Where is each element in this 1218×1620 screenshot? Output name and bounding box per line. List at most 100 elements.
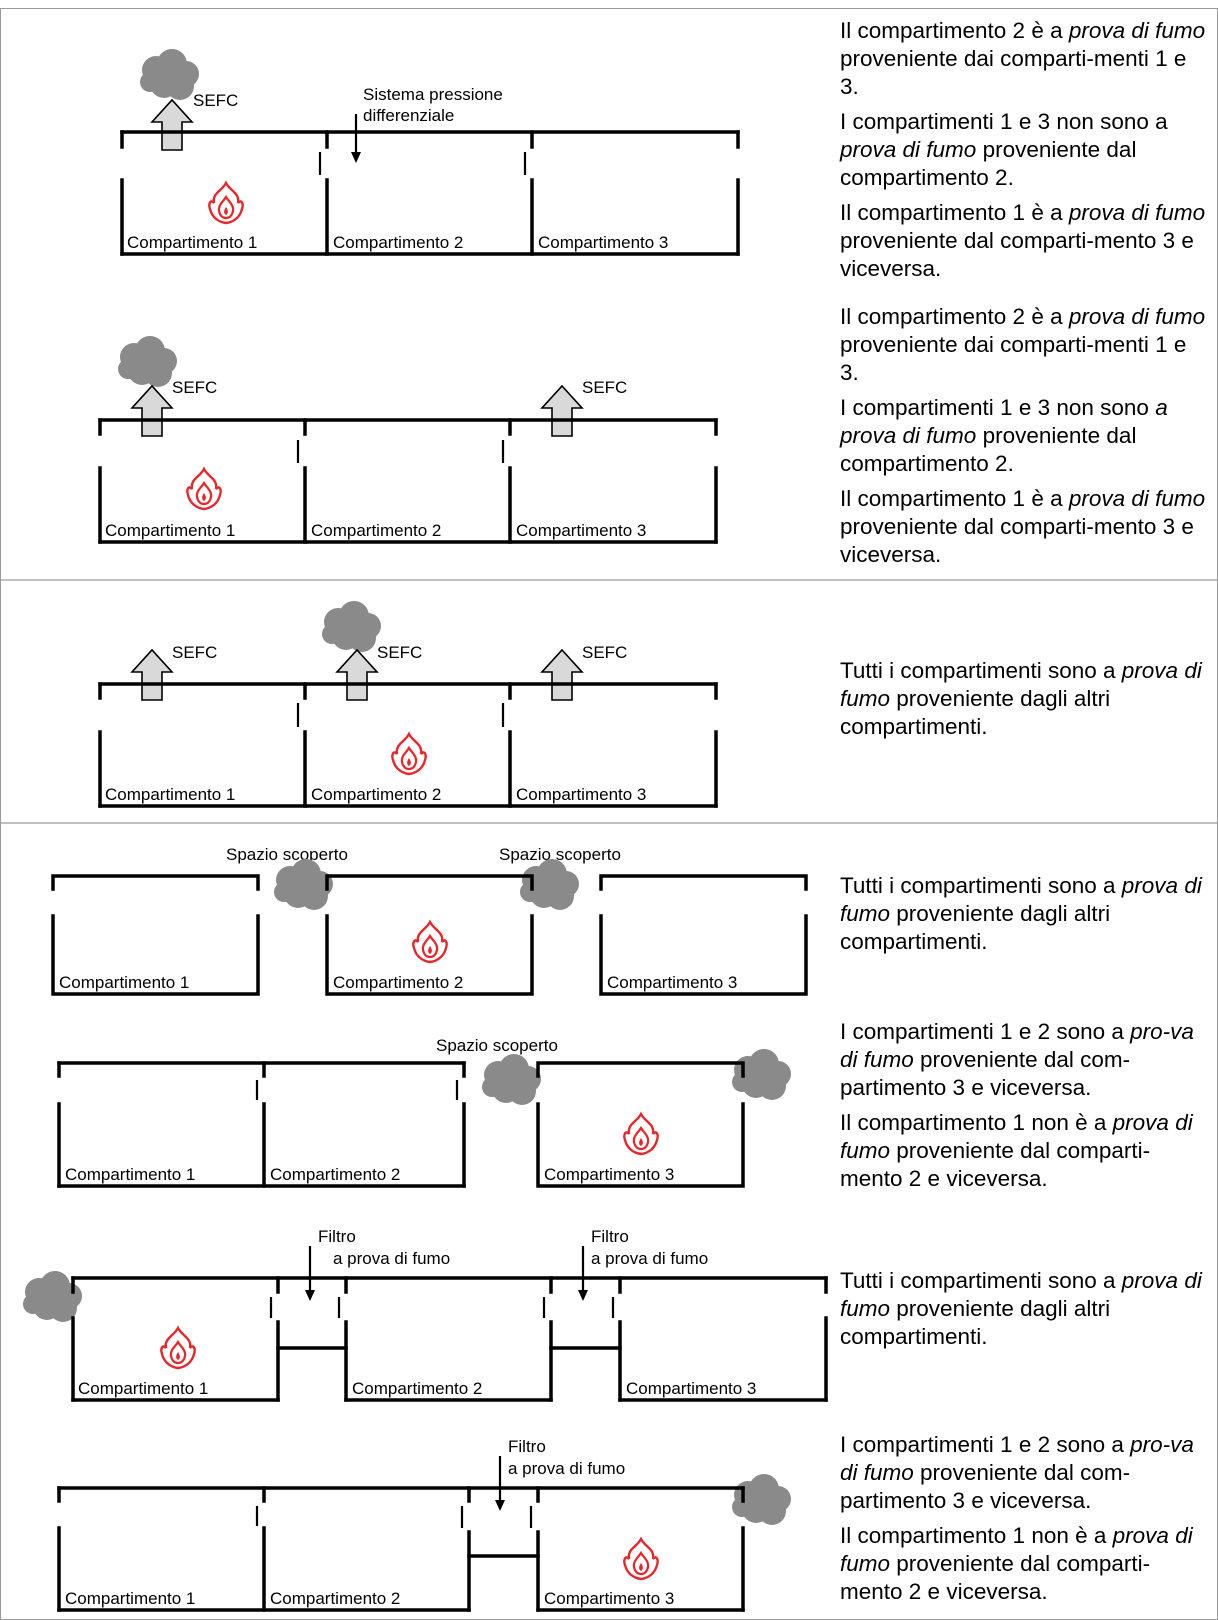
description-block: I compartimenti 1 e 2 sono a pro-va di f…: [840, 1018, 1210, 1200]
text-run: Il compartimento 2 è a: [840, 304, 1069, 329]
sefc-label: SEFC: [193, 91, 238, 110]
compartment-3-label: Compartimento 3: [516, 521, 646, 540]
text-run: proveniente dal comparti-mento 2 e vicev…: [840, 1138, 1151, 1191]
description-paragraph: Tutti i compartimenti sono a prova di fu…: [840, 1267, 1210, 1351]
text-run: Il compartimento 1 non è a: [840, 1110, 1113, 1135]
text-run: proveniente dal com-partimento 3 e vicev…: [840, 1047, 1131, 1100]
compartment-3-label: Compartimento 3: [538, 233, 668, 252]
text-run: proveniente dal comparti-mento 3 e vicev…: [840, 228, 1194, 281]
sefc-up-arrow-icon: [151, 99, 193, 151]
text-run: Tutti i compartimenti sono a: [840, 1268, 1122, 1293]
filter-label-line2: a prova di fumo: [591, 1249, 708, 1268]
smoke-cloud-icon: [482, 1054, 541, 1105]
compartment-3-label: Compartimento 3: [544, 1165, 674, 1184]
compartment-1-label: Compartimento 1: [127, 233, 257, 252]
diagram-3: SEFC SEFC SEFC Compartimento 1 Compartim…: [98, 601, 718, 808]
description-paragraph: Il compartimento 2 è a prova di fumo pro…: [840, 17, 1210, 101]
diagram-4: Spazio scoperto Spazio scoperto Comparti…: [51, 845, 808, 996]
smoke-cloud-icon: [520, 859, 579, 910]
text-run: proveniente dai comparti-menti 1 e 3.: [840, 332, 1187, 385]
italic-term: prova di fumo: [840, 1523, 1193, 1576]
compartment-1-label: Compartimento 1: [105, 785, 235, 804]
compartment-1-label: Compartimento 1: [78, 1379, 208, 1398]
text-run: I compartimenti 1 e 3 non sono: [840, 395, 1156, 420]
diagram-5: Spazio scoperto Compartimento 1 Comparti…: [57, 1036, 791, 1188]
italic-term: a prova di fumo: [840, 395, 1168, 448]
sefc-label: SEFC: [582, 378, 627, 397]
description-block: I compartimenti 1 e 2 sono a pro-va di f…: [840, 1431, 1210, 1613]
compartment-3-label: Compartimento 3: [544, 1589, 674, 1608]
description-block: Il compartimento 2 è a prova di fumo pro…: [840, 17, 1210, 290]
pressure-label-line2: differenziale: [363, 106, 454, 125]
description-block: Tutti i compartimenti sono a prova di fu…: [840, 872, 1210, 963]
description-paragraph: I compartimenti 1 e 2 sono a pro-va di f…: [840, 1431, 1210, 1515]
text-run: proveniente dai comparti-menti 1 e 3.: [840, 46, 1187, 99]
description-paragraph: Il compartimento 1 non è a prova di fumo…: [840, 1522, 1210, 1606]
compartment-1-label: Compartimento 1: [59, 973, 189, 992]
description-paragraph: I compartimenti 1 e 3 non sono a prova d…: [840, 394, 1210, 478]
text-run: Il compartimento 2 è a: [840, 18, 1069, 43]
fire-icon: [186, 467, 222, 511]
italic-term: prova di fumo: [1068, 18, 1206, 43]
text-run: proveniente dagli altri compartimenti.: [840, 686, 1111, 739]
text-run: I compartimenti 1 e 3 non sono a: [840, 109, 1168, 134]
text-run: Il compartimento 1 è a: [840, 200, 1069, 225]
sefc-up-arrow-icon: [131, 649, 173, 701]
text-run: proveniente dagli altri compartimenti.: [840, 1296, 1111, 1349]
sefc-up-arrow-icon: [131, 385, 173, 437]
description-paragraph: I compartimenti 1 e 3 non sono a prova d…: [840, 108, 1210, 192]
sefc-up-arrow-icon: [336, 649, 378, 701]
fire-icon: [412, 920, 448, 964]
filter-label-line1: Filtro: [591, 1227, 629, 1246]
description-block: Il compartimento 2 è a prova di fumo pro…: [840, 303, 1210, 576]
description-block: Tutti i compartimenti sono a prova di fu…: [840, 1267, 1210, 1358]
text-run: Tutti i compartimenti sono a: [840, 873, 1122, 898]
sefc-label: SEFC: [377, 643, 422, 662]
description-block: Tutti i compartimenti sono a prova di fu…: [840, 657, 1210, 748]
diagram-6: Filtro a prova di fumo Filtro a prova di…: [23, 1227, 828, 1402]
fire-icon: [208, 181, 244, 225]
text-run: Tutti i compartimenti sono a: [840, 658, 1122, 683]
smoke-cloud-icon: [322, 601, 381, 652]
description-paragraph: Il compartimento 1 non è a prova di fumo…: [840, 1109, 1210, 1193]
filter-label-line1: Filtro: [318, 1227, 356, 1246]
text-run: proveniente dal comparti-mento 3 e vicev…: [840, 514, 1194, 567]
compartment-2-label: Compartimento 2: [352, 1379, 482, 1398]
text-run: I compartimenti 1 e 2 sono a: [840, 1432, 1131, 1457]
diagram-7: Filtro a prova di fumo Compartimento 1 C…: [57, 1437, 791, 1612]
text-run: proveniente dal comparti-mento 2 e vicev…: [840, 1551, 1151, 1604]
description-paragraph: Il compartimento 1 è a prova di fumo pro…: [840, 199, 1210, 283]
sefc-up-arrow-icon: [541, 649, 583, 701]
italic-term: prova di fumo: [840, 873, 1202, 926]
fire-icon: [391, 732, 427, 776]
description-paragraph: Il compartimento 2 è a prova di fumo pro…: [840, 303, 1210, 387]
compartment-1-label: Compartimento 1: [65, 1165, 195, 1184]
pressure-label-line1: Sistema pressione: [363, 85, 503, 104]
fire-icon: [623, 1537, 659, 1581]
smoke-cloud-icon: [118, 336, 177, 387]
text-run: I compartimenti 1 e 2 sono a: [840, 1019, 1131, 1044]
compartment-2-label: Compartimento 2: [333, 233, 463, 252]
italic-term: prova di fumo: [1068, 200, 1206, 225]
text-run: proveniente dal compartimento 2.: [840, 423, 1137, 476]
smoke-cloud-icon: [140, 49, 199, 100]
italic-term: prova di fumo: [840, 658, 1202, 711]
compartment-3-label: Compartimento 3: [516, 785, 646, 804]
filter-label-line2: a prova di fumo: [333, 1249, 450, 1268]
diagram-2: SEFC SEFC Compartimento 1 Compartimento …: [98, 336, 718, 544]
filter-label-line2: a prova di fumo: [508, 1459, 625, 1478]
open-space-label: Spazio scoperto: [226, 845, 348, 864]
text-run: proveniente dal compartimento 2.: [840, 137, 1137, 190]
open-space-label: Spazio scoperto: [436, 1036, 558, 1055]
open-space-label: Spazio scoperto: [499, 845, 621, 864]
smoke-cloud-icon: [274, 859, 333, 910]
text-run: Il compartimento 1 è a: [840, 486, 1069, 511]
italic-term: prova di fumo: [1068, 304, 1206, 329]
compartment-2-label: Compartimento 2: [333, 973, 463, 992]
fire-icon: [160, 1326, 196, 1370]
smoke-cloud-icon: [732, 1049, 791, 1100]
compartment-3-label: Compartimento 3: [607, 973, 737, 992]
italic-term: prova di fumo: [840, 137, 977, 162]
compartment-1-label: Compartimento 1: [65, 1589, 195, 1608]
